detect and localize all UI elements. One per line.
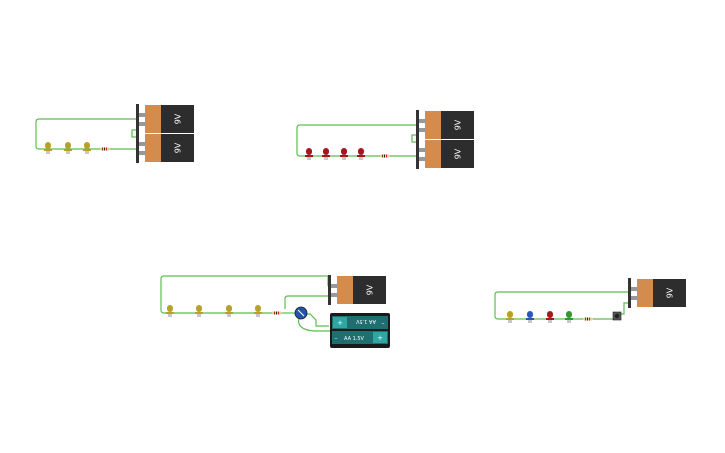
circuit-2: 9V 9V: [296, 110, 474, 169]
resistor[interactable]: [380, 154, 390, 158]
led-yellow[interactable]: [253, 304, 263, 318]
aa-label: AA 1.5V: [344, 336, 365, 342]
minus-sign-icon: –: [335, 335, 338, 342]
wire[interactable]: [160, 275, 329, 314]
battery-9v[interactable]: [628, 278, 686, 308]
led-blue[interactable]: [525, 310, 535, 324]
led-yellow[interactable]: [165, 304, 175, 318]
led-yellow[interactable]: [224, 304, 234, 318]
wire[interactable]: [494, 291, 629, 320]
led-yellow[interactable]: [505, 310, 515, 324]
aa-battery-holder[interactable]: + – AA 1.5V – AA 1.5V +: [330, 313, 390, 348]
led-red[interactable]: [321, 147, 331, 161]
led-red[interactable]: [304, 147, 314, 161]
plus-sign-icon: +: [337, 319, 343, 327]
aa-label-flipped: AA 1.5V: [355, 318, 376, 324]
battery-9v[interactable]: [136, 104, 194, 134]
wire[interactable]: [411, 134, 419, 143]
led-red[interactable]: [356, 147, 366, 161]
battery-9v[interactable]: [416, 139, 474, 169]
wire[interactable]: [296, 124, 417, 157]
resistor[interactable]: [583, 317, 593, 321]
battery-label: 9V: [454, 119, 463, 130]
wire[interactable]: [306, 313, 329, 327]
led-yellow[interactable]: [63, 141, 73, 155]
circuit-1: 9V 9V: [35, 104, 194, 163]
push-button[interactable]: [612, 311, 622, 321]
battery-9v[interactable]: [328, 275, 386, 305]
led-yellow[interactable]: [82, 141, 92, 155]
wire[interactable]: [35, 118, 137, 150]
led-red[interactable]: [545, 310, 555, 324]
wire[interactable]: [284, 295, 328, 309]
led-green[interactable]: [564, 310, 574, 324]
led-yellow[interactable]: [43, 141, 53, 155]
led-red[interactable]: [339, 147, 349, 161]
resistor[interactable]: [272, 311, 282, 315]
wire[interactable]: [297, 317, 330, 332]
battery-label: 9V: [666, 287, 675, 298]
wire[interactable]: [131, 129, 139, 138]
battery-label: 9V: [174, 113, 183, 124]
circuit-4: 9V: [494, 278, 686, 324]
battery-label: 9V: [454, 148, 463, 159]
potentiometer[interactable]: [294, 306, 308, 320]
wire[interactable]: [620, 302, 629, 315]
minus-sign-icon: –: [382, 320, 385, 327]
battery-9v[interactable]: [416, 110, 474, 140]
led-yellow[interactable]: [194, 304, 204, 318]
battery-label: 9V: [174, 142, 183, 153]
battery-label: 9V: [366, 284, 375, 295]
circuit-3: 9V + – AA 1.5V – AA 1.5V +: [160, 275, 390, 348]
plus-sign-icon: +: [377, 334, 383, 342]
resistor[interactable]: [100, 147, 110, 151]
battery-9v[interactable]: [136, 133, 194, 163]
